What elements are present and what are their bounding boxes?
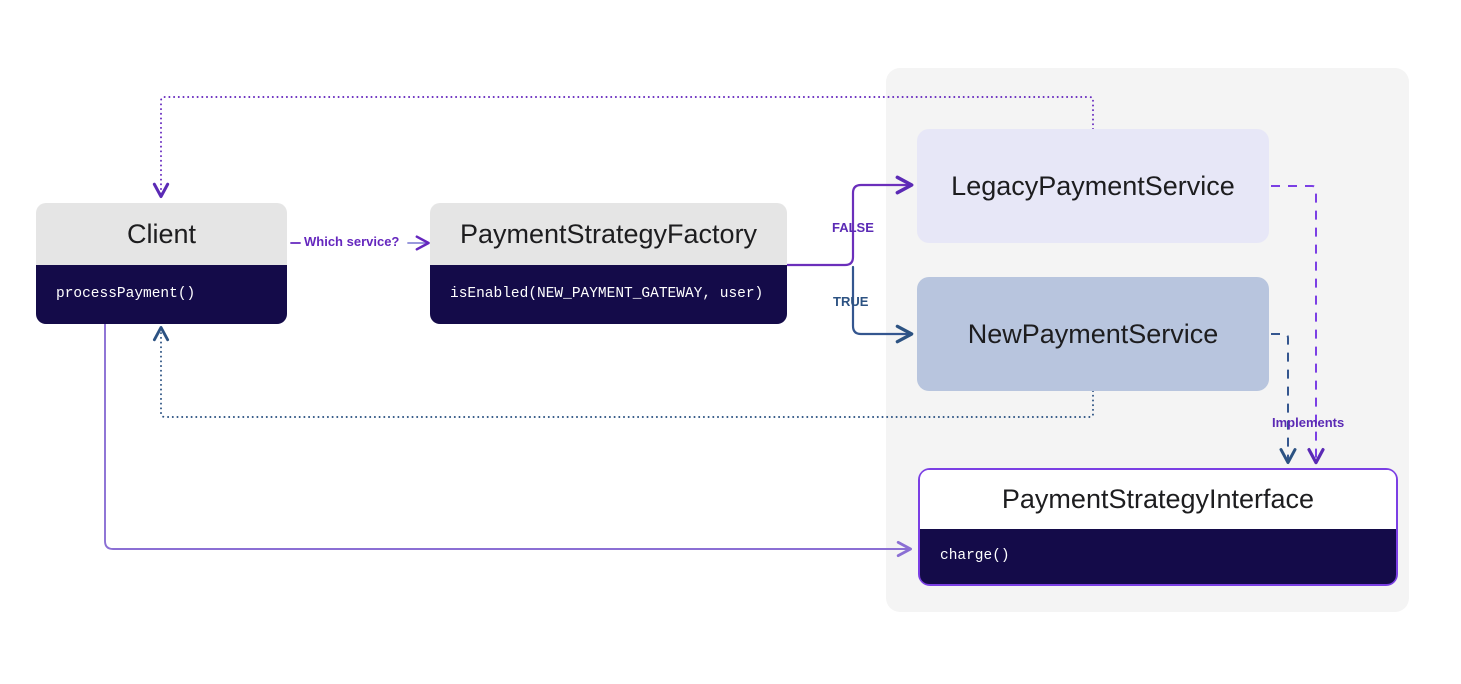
node-client-method: processPayment() bbox=[36, 265, 287, 324]
node-payment-strategy-factory[interactable]: PaymentStrategyFactory isEnabled(NEW_PAY… bbox=[430, 203, 787, 324]
node-interface-title: PaymentStrategyInterface bbox=[920, 470, 1396, 529]
node-factory-method: isEnabled(NEW_PAYMENT_GATEWAY, user) bbox=[430, 265, 787, 324]
node-legacy-payment-service[interactable]: LegacyPaymentService bbox=[917, 129, 1269, 243]
node-interface-method: charge() bbox=[920, 529, 1396, 584]
edge-client-to-interface bbox=[104, 321, 912, 558]
edge-label-true: TRUE bbox=[833, 294, 869, 309]
edge-label-false: FALSE bbox=[832, 220, 874, 235]
node-legacy-title: LegacyPaymentService bbox=[951, 170, 1235, 201]
edge-label-implements: Implements bbox=[1272, 415, 1345, 430]
node-client-title: Client bbox=[36, 203, 287, 265]
node-factory-title: PaymentStrategyFactory bbox=[430, 203, 787, 265]
edge-label-which-service: Which service? bbox=[304, 234, 400, 249]
node-client[interactable]: Client processPayment() bbox=[36, 203, 287, 324]
node-new-title: NewPaymentService bbox=[967, 318, 1219, 349]
node-payment-strategy-interface[interactable]: PaymentStrategyInterface charge() bbox=[918, 468, 1398, 586]
node-new-payment-service[interactable]: NewPaymentService bbox=[917, 277, 1269, 391]
